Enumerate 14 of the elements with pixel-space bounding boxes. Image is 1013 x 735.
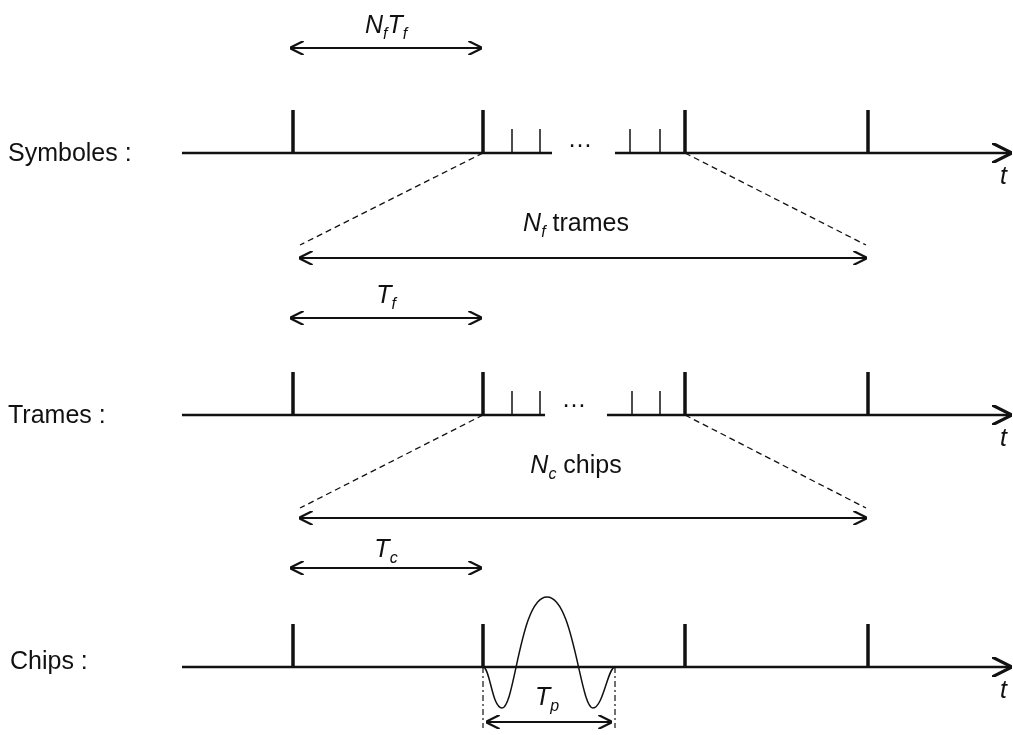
duration-label: T$_{f}$ xyxy=(376,282,396,312)
duration-label: T$_{c}$ xyxy=(374,536,398,566)
axis-label: t xyxy=(1000,677,1007,702)
axis-label: t xyxy=(1000,163,1007,188)
row-label: Trames : xyxy=(8,402,106,427)
duration-label: N$_{f}$T$_{f}$ xyxy=(364,12,408,42)
row-label: Chips : xyxy=(10,648,88,673)
ellipsis: … xyxy=(561,386,587,411)
duration-label: T$_{p}$ xyxy=(534,684,560,714)
dimension-label: N$_{f}$ trames xyxy=(523,210,629,240)
row-label: Symboles : xyxy=(8,140,132,165)
dimension-label: N$_{c}$ chips xyxy=(530,452,622,482)
axis-label: t xyxy=(1000,425,1007,450)
ellipsis: … xyxy=(567,126,593,151)
